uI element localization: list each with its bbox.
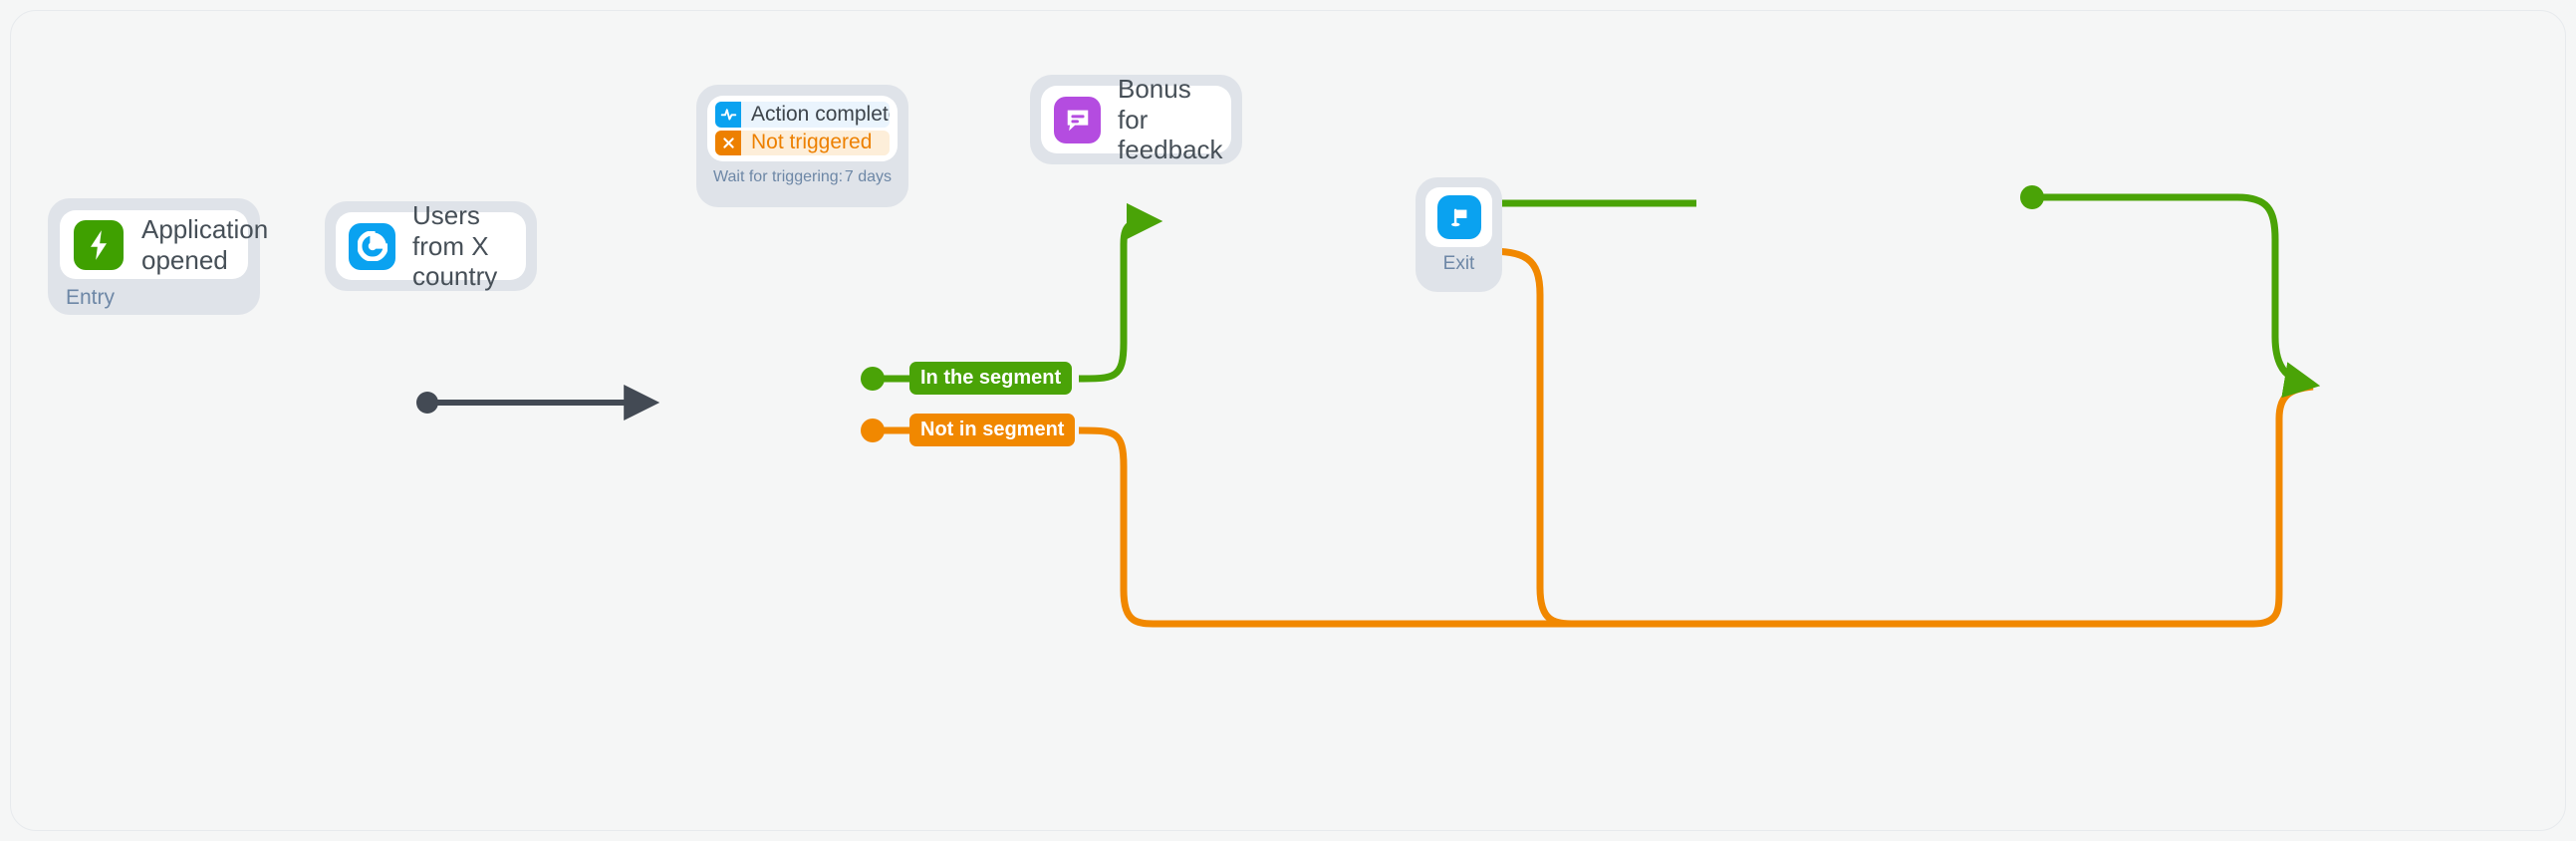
node-segment-card[interactable]: Users from X country (336, 200, 526, 291)
edge-segment-green-port (861, 367, 912, 391)
node-entry-wrapper[interactable]: Application opened Entry (48, 198, 268, 315)
flag-icon (1436, 195, 1481, 239)
node-bonus-card[interactable]: Bonus for feedback (1041, 74, 1231, 164)
node-bonus-wrapper[interactable]: Bonus for feedback (1030, 74, 1242, 164)
node-segment[interactable]: Users from X country (325, 200, 537, 291)
node-entry-card[interactable]: Application opened (60, 210, 268, 279)
action-row-fail[interactable]: Not triggered (715, 130, 890, 155)
pulse-icon (715, 102, 741, 128)
node-entry-title: Application opened (141, 213, 269, 275)
node-action-wrapper[interactable]: Action completed Not triggered Wait for … (696, 85, 908, 207)
node-exit-card[interactable] (1425, 187, 1492, 247)
node-action[interactable]: Action completed Not triggered Wait for … (696, 85, 908, 207)
lightning-bolt-icon (74, 219, 124, 270)
node-segment-wrapper[interactable]: Users from X country (325, 200, 537, 291)
action-row-success[interactable]: Action completed (715, 102, 890, 128)
node-exit-wrapper[interactable]: Exit (1416, 177, 1502, 292)
edge-label-in-the-segment[interactable]: In the segment (909, 362, 1073, 395)
node-exit-footer-label: Exit (1442, 253, 1475, 274)
node-action-card[interactable]: Action completed Not triggered (707, 96, 898, 161)
node-exit-footer: Exit (1425, 247, 1492, 275)
action-row-success-label: Action completed (751, 102, 890, 126)
node-entry[interactable]: Application opened Entry (48, 198, 268, 315)
node-entry-footer: Entry (60, 279, 248, 310)
segment-donut-icon (349, 222, 395, 270)
node-action-footer-value: 7 days (844, 168, 892, 185)
node-segment-title: Users from X country (412, 200, 498, 292)
edge-segment-orange-port (861, 419, 912, 442)
node-bonus[interactable]: Bonus for feedback (1030, 74, 1242, 164)
edge-bonus-to-exit (2020, 185, 2321, 399)
node-action-footer: Wait for triggering: 7 days (707, 161, 898, 186)
node-action-footer-label: Wait for triggering: (713, 168, 844, 185)
edge-in-segment-to-action (1078, 202, 1163, 383)
edge-label-not-in-segment[interactable]: Not in segment (909, 414, 1076, 446)
edge-not-triggered-to-exit (1474, 239, 1577, 628)
edge-entry-to-segment (416, 385, 660, 420)
edge-action-to-bonus (1474, 191, 1696, 215)
action-row-fail-label: Not triggered (751, 131, 873, 154)
cross-icon (715, 130, 741, 155)
message-bubble-icon (1054, 96, 1101, 143)
node-entry-footer-label: Entry (66, 286, 116, 309)
edge-not-in-segment-to-exit (1078, 383, 2314, 628)
node-exit[interactable]: Exit (1416, 177, 1502, 292)
node-bonus-title: Bonus for feedback (1118, 74, 1223, 165)
